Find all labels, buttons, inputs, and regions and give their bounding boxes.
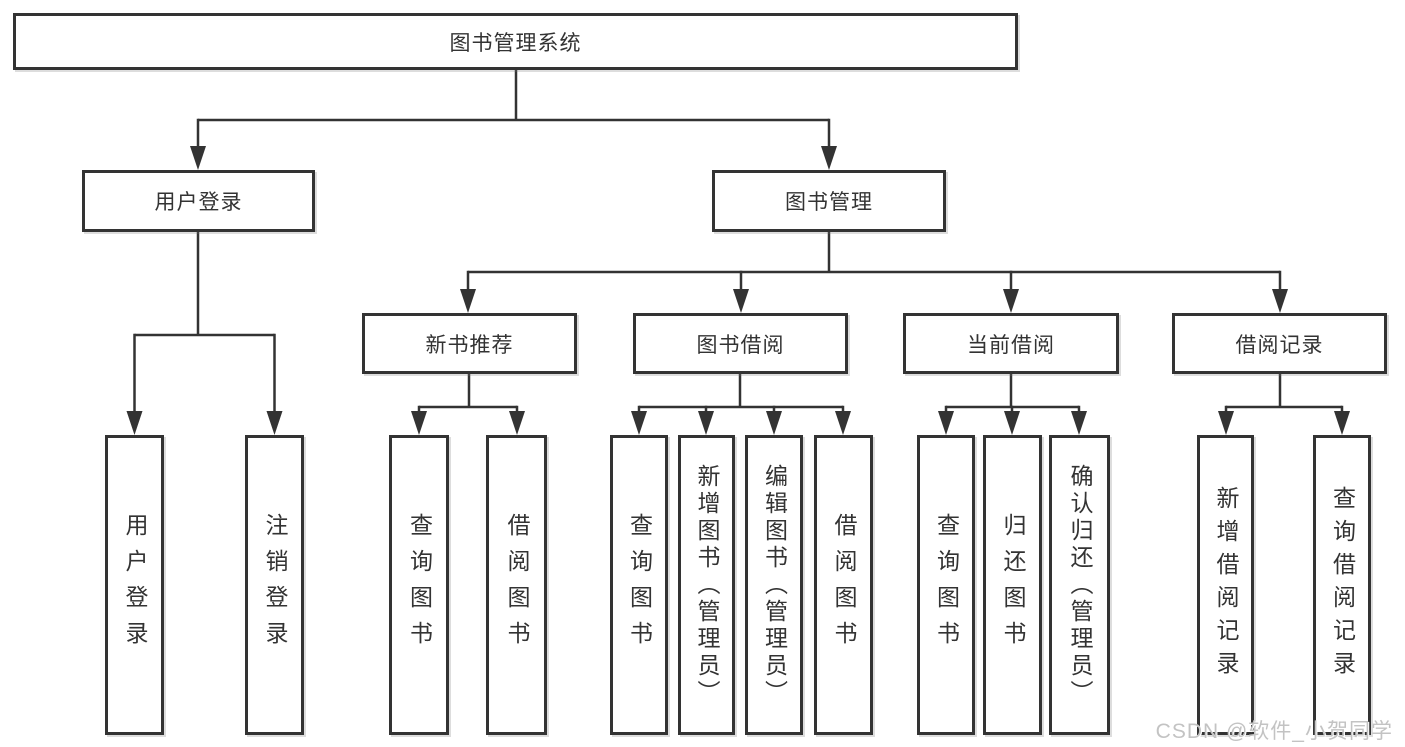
leaf-add-book-admin: 新增图书（管理员） (678, 435, 735, 735)
leaf-add-borrow-record: 新增借阅记录 (1197, 435, 1254, 735)
leaf-query-borrow-record: 查询借阅记录 (1313, 435, 1371, 735)
node-label: 借阅图书 (504, 513, 530, 657)
node-book-management: 图书管理 (712, 170, 946, 232)
leaf-borrow-books-under-recommend: 借阅图书 (486, 435, 547, 735)
leaf-edit-book-admin: 编辑图书（管理员） (745, 435, 803, 735)
node-label: 用户登录 (154, 191, 243, 214)
leaf-logout: 注销登录 (245, 435, 304, 735)
node-current-borrowing: 当前借阅 (903, 313, 1119, 374)
node-label: 新增图书（管理员） (694, 463, 720, 707)
node-borrow-records: 借阅记录 (1172, 313, 1387, 374)
node-label: 用户登录 (122, 513, 148, 657)
node-library-system: 图书管理系统 (13, 13, 1018, 70)
node-label: 图书管理 (785, 191, 873, 214)
leaf-return-books: 归还图书 (983, 435, 1042, 735)
node-label: 查询图书 (626, 513, 653, 657)
node-label: 确认归还（管理员） (1067, 463, 1093, 707)
node-label: 查询图书 (933, 513, 960, 657)
node-label: 查询图书 (406, 513, 433, 657)
leaf-query-books-under-recommend: 查询图书 (389, 435, 449, 735)
leaf-borrow-books-under-borrowing: 借阅图书 (814, 435, 873, 735)
node-label: 查询借阅记录 (1329, 486, 1356, 684)
node-label: 当前借阅 (967, 333, 1055, 357)
watermark: CSDN @软件_小贺同学 (1155, 720, 1393, 743)
node-label: 注销登录 (262, 513, 288, 657)
node-label: 图书借阅 (696, 333, 785, 357)
node-label: 新书推荐 (425, 333, 514, 357)
node-book-borrowing: 图书借阅 (633, 313, 848, 374)
node-label: 图书管理系统 (449, 31, 582, 55)
node-label: 编辑图书（管理员） (761, 463, 788, 707)
leaf-query-books-under-borrowing: 查询图书 (610, 435, 668, 735)
leaf-user-login: 用户登录 (105, 435, 164, 735)
node-label: 归还图书 (1000, 513, 1026, 657)
leaf-query-books-under-current: 查询图书 (917, 435, 975, 735)
node-label: 借阅记录 (1235, 333, 1324, 357)
node-new-book-recommend: 新书推荐 (362, 313, 577, 374)
node-label: 借阅图书 (831, 513, 857, 657)
node-label: 新增借阅记录 (1213, 486, 1239, 684)
node-user-login-branch: 用户登录 (82, 170, 315, 232)
leaf-confirm-return-admin: 确认归还（管理员） (1049, 435, 1110, 735)
